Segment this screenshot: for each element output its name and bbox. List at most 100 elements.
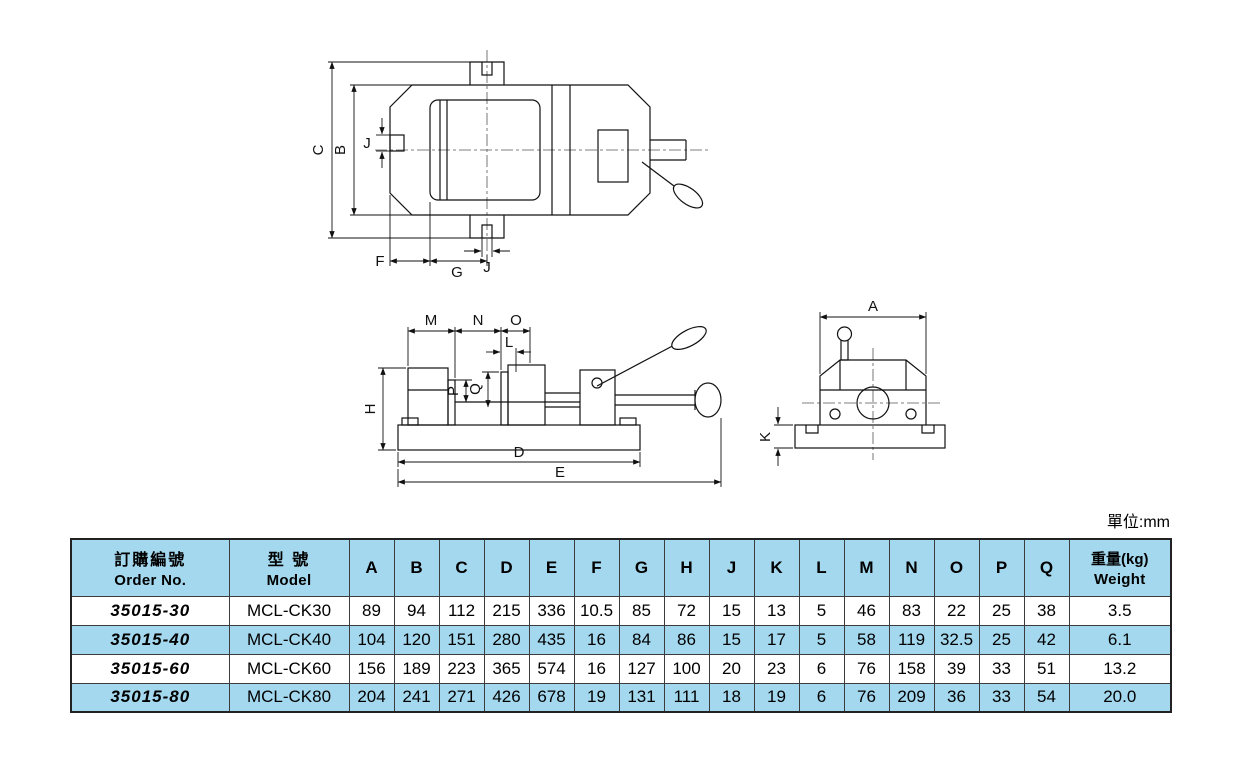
dim-value-cell: 38 [1023,595,1070,626]
dim-value-cell: 111 [663,682,710,713]
model-cell: MCL-CK40 [228,624,350,655]
weight-header: 重量(kg) Weight [1068,538,1172,597]
dim-value-cell: 336 [528,595,575,626]
dim-value-cell: 280 [483,624,530,655]
weight-cell: 3.5 [1068,595,1172,626]
dim-label-c: C [310,144,327,155]
weight-cell: 13.2 [1068,653,1172,684]
dim-value-cell: 271 [438,682,485,713]
dim-value-cell: 46 [843,595,890,626]
dim-value-cell: 36 [933,682,980,713]
dim-header-l: L [798,538,845,597]
dim-value-cell: 23 [753,653,800,684]
dim-label-d: D [514,444,525,461]
dim-header-b: B [393,538,440,597]
dim-value-cell: 120 [393,624,440,655]
dim-value-cell: 15 [708,624,755,655]
dim-value-cell: 19 [573,682,620,713]
order-no-cell: 35015-80 [70,682,230,713]
model-header-zh: 型 號 [267,552,311,570]
dim-value-cell: 84 [618,624,665,655]
dim-value-cell: 151 [438,624,485,655]
order-no-header-en: Order No. [114,572,187,590]
dim-value-cell: 209 [888,682,935,713]
dim-label-o: O [510,312,522,329]
dim-label-b: B [332,145,349,155]
side-view: M N O L P Q H D [362,312,722,487]
dim-label-a: A [868,298,878,315]
dim-value-cell: 365 [483,653,530,684]
dim-value-cell: 215 [483,595,530,626]
top-view: C B J J F G [310,50,708,281]
dim-value-cell: 58 [843,624,890,655]
weight-cell: 20.0 [1068,682,1172,713]
dim-value-cell: 39 [933,653,980,684]
dim-value-cell: 85 [618,595,665,626]
order-no-cell: 35015-30 [70,595,230,626]
order-no-cell: 35015-60 [70,653,230,684]
dim-value-cell: 10.5 [573,595,620,626]
dim-value-cell: 156 [348,653,395,684]
dim-value-cell: 54 [1023,682,1070,713]
dim-label-e: E [555,464,565,481]
dim-value-cell: 223 [438,653,485,684]
dim-value-cell: 127 [618,653,665,684]
dim-label-l: L [505,334,513,351]
dim-header-n: N [888,538,935,597]
dim-header-g: G [618,538,665,597]
dim-label-n: N [473,312,484,329]
dim-header-c: C [438,538,485,597]
dim-header-h: H [663,538,710,597]
dim-value-cell: 6 [798,682,845,713]
model-header-en: Model [266,572,312,590]
dim-label-j-bottom: J [483,259,491,276]
dim-value-cell: 16 [573,653,620,684]
model-cell: MCL-CK60 [228,653,350,684]
dim-value-cell: 32.5 [933,624,980,655]
unit-note: 單位:mm [1106,514,1170,531]
dim-label-p: P [445,386,462,396]
dim-value-cell: 104 [348,624,395,655]
dim-value-cell: 119 [888,624,935,655]
dim-label-q: Q [467,383,484,395]
dim-label-k: K [757,432,774,442]
dim-value-cell: 33 [978,653,1025,684]
dim-value-cell: 18 [708,682,755,713]
dim-value-cell: 19 [753,682,800,713]
dim-value-cell: 72 [663,595,710,626]
dim-value-cell: 15 [708,595,755,626]
dim-value-cell: 158 [888,653,935,684]
dim-value-cell: 22 [933,595,980,626]
dim-label-h: H [362,404,379,415]
dim-header-p: P [978,538,1025,597]
dim-header-o: O [933,538,980,597]
dim-value-cell: 33 [978,682,1025,713]
dim-header-e: E [528,538,575,597]
dim-value-cell: 426 [483,682,530,713]
dim-header-j: J [708,538,755,597]
dim-value-cell: 51 [1023,653,1070,684]
dim-value-cell: 189 [393,653,440,684]
dim-value-cell: 435 [528,624,575,655]
dim-label-f: F [375,253,384,270]
dim-value-cell: 25 [978,624,1025,655]
dim-value-cell: 574 [528,653,575,684]
model-cell: MCL-CK30 [228,595,350,626]
dim-header-k: K [753,538,800,597]
dim-value-cell: 6 [798,653,845,684]
dim-value-cell: 678 [528,682,575,713]
weight-header-zh: 重量(kg) [1091,550,1149,568]
dim-value-cell: 204 [348,682,395,713]
dim-value-cell: 20 [708,653,755,684]
order-no-header: 訂購編號 Order No. [70,538,230,597]
order-no-cell: 35015-40 [70,624,230,655]
dim-value-cell: 112 [438,595,485,626]
dim-value-cell: 83 [888,595,935,626]
dim-value-cell: 5 [798,624,845,655]
technical-drawing: C B J J F G [310,50,946,487]
dim-label-m: M [425,312,438,329]
